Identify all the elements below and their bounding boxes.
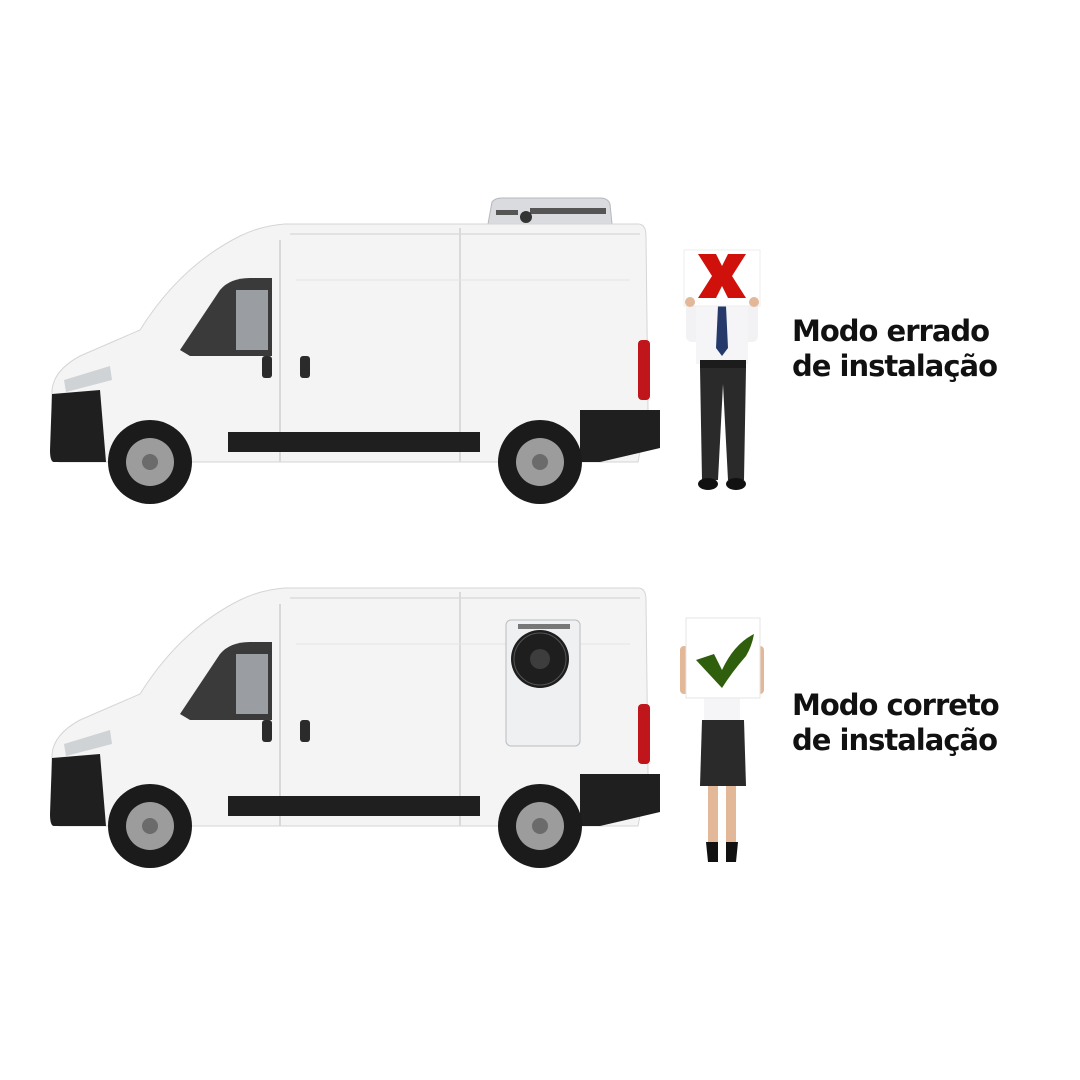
- woman-holding-check-sign-image: [680, 617, 764, 862]
- van-with-roof-unit-image: [50, 197, 660, 504]
- man-holding-x-sign-image: [683, 249, 761, 490]
- rear-wheel: [498, 784, 582, 868]
- wrong-installation-caption: Modo errado de instalação: [792, 314, 998, 384]
- wrong-installation-panel: Modo errado de instalação: [0, 180, 1080, 540]
- caption-line-2: de instalação: [792, 723, 998, 757]
- caption-line-2: de instalação: [792, 349, 998, 383]
- x-icon: [698, 254, 746, 298]
- side-ac-unit: [505, 619, 581, 747]
- rear-wheel: [498, 420, 582, 504]
- correct-installation-caption: Modo correto de instalação: [792, 688, 1000, 758]
- front-wheel: [108, 784, 192, 868]
- front-wheel: [108, 420, 192, 504]
- roof-ac-unit: [487, 197, 613, 225]
- caption-line-1: Modo errado: [792, 314, 990, 348]
- van-with-side-unit-image: [50, 587, 660, 868]
- caption-line-1: Modo correto: [792, 688, 1000, 722]
- check-icon: [696, 634, 754, 688]
- correct-installation-panel: Modo correto de instalação: [0, 560, 1080, 920]
